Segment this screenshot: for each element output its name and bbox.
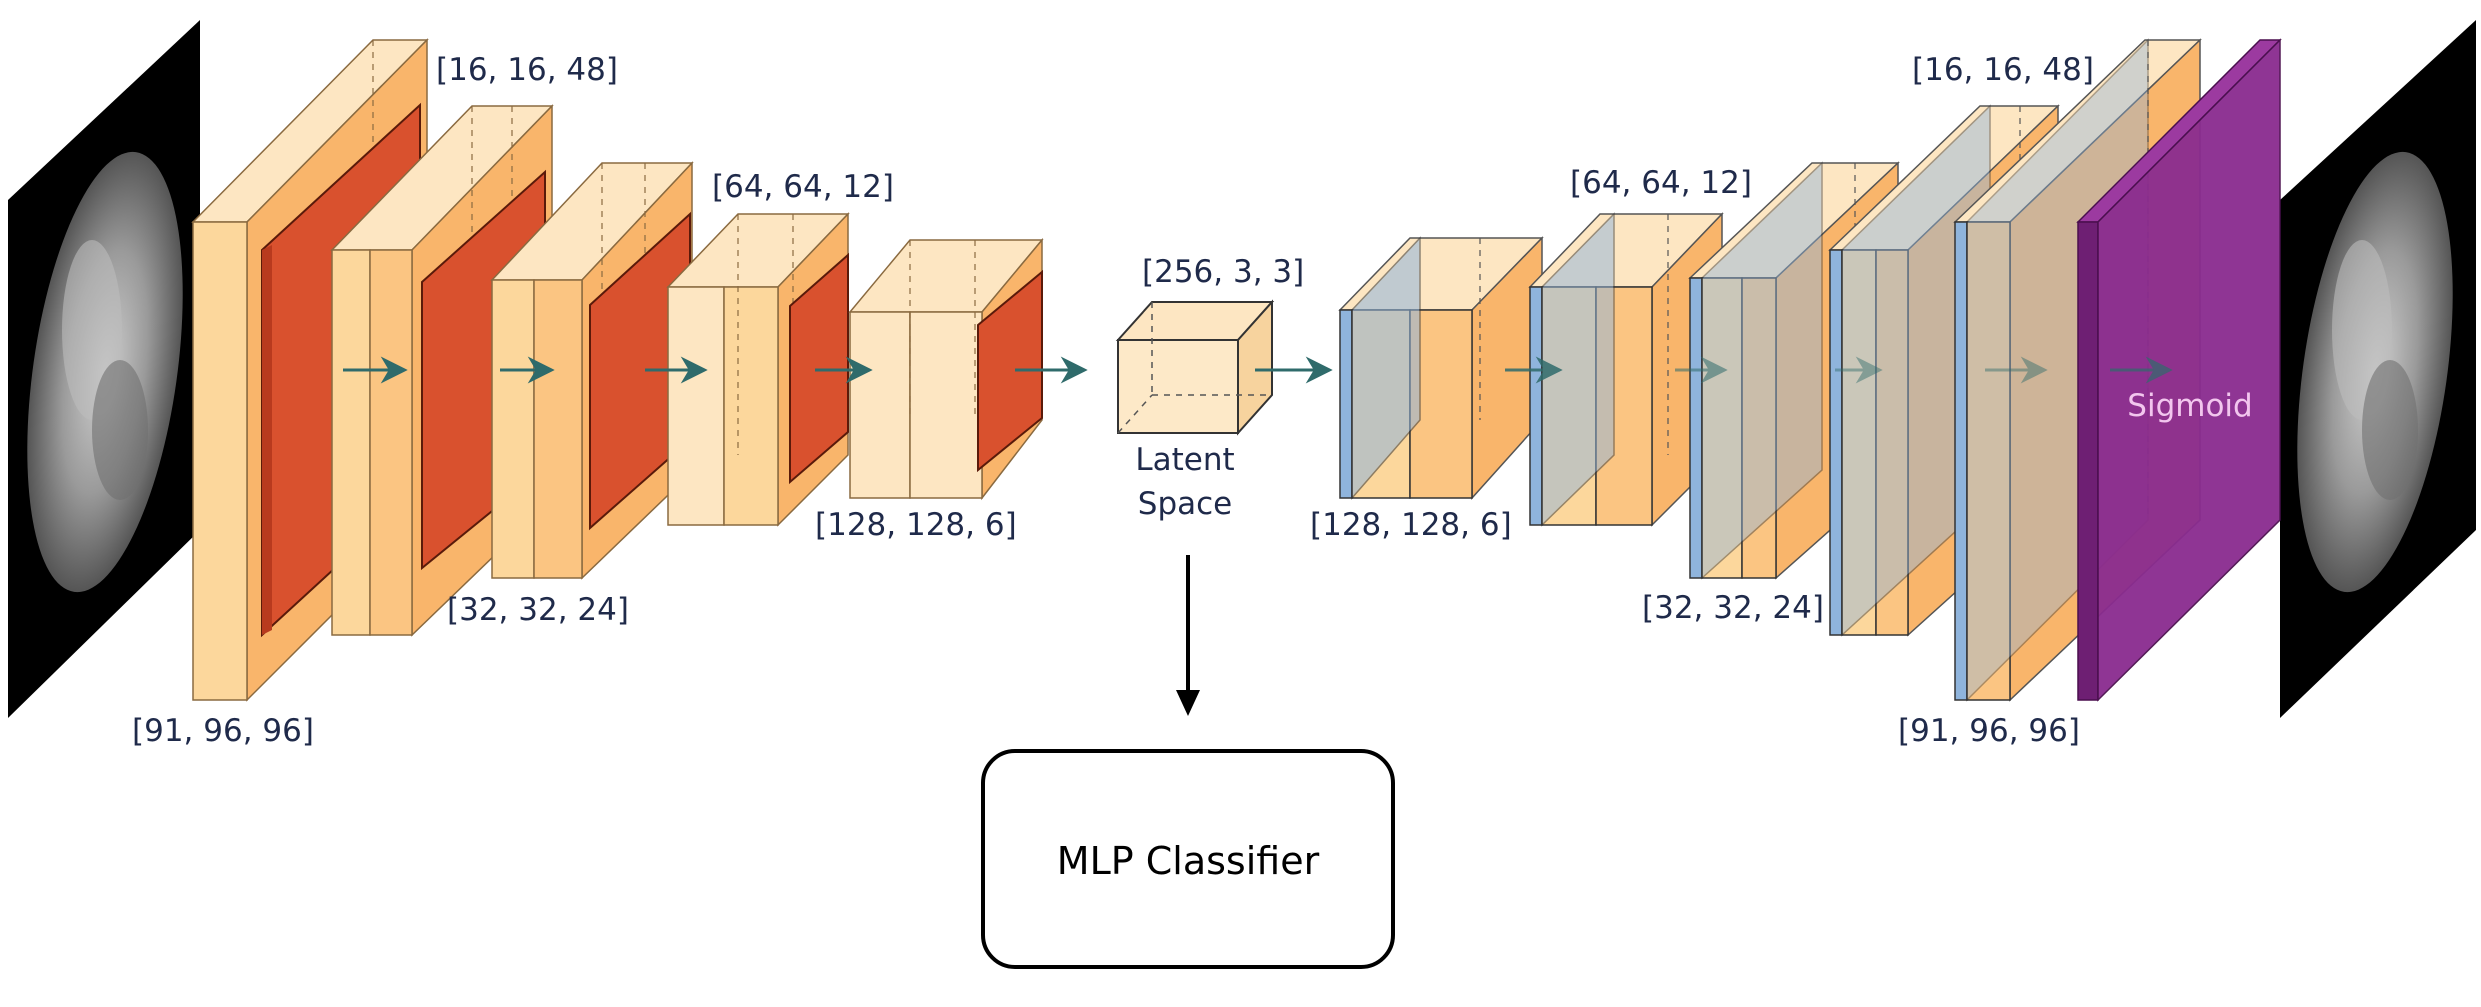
- mlp-classifier-box: MLP Classifier: [981, 749, 1395, 969]
- classifier-arrow: [1176, 555, 1200, 716]
- encoder-dim-label-4: [64, 64, 12]: [712, 169, 894, 205]
- encoder-block-4: [666, 212, 850, 527]
- encoder-block-5: [848, 237, 1044, 501]
- latent-dim-label: [256, 3, 3]: [1142, 254, 1304, 290]
- latent-space-cube: [1115, 299, 1275, 436]
- decoder-dim-label-2: [64, 64, 12]: [1570, 165, 1752, 201]
- decoder-dim-label-5: [91, 96, 96]: [1898, 713, 2080, 749]
- encoder-dim-label-1: [91, 96, 96]: [132, 713, 314, 749]
- encoder-block-3: [490, 161, 694, 580]
- decoder-block-1: [1338, 236, 1544, 501]
- sigmoid-output-layer: [2076, 38, 2282, 702]
- input-mri-image: [8, 20, 200, 718]
- encoder-dim-label-2: [16, 16, 48]: [436, 52, 618, 88]
- encoder-dim-label-5: [128, 128, 6]: [815, 507, 1017, 543]
- decoder-dim-label-1: [128, 128, 6]: [1310, 507, 1512, 543]
- sigmoid-label: Sigmoid: [2127, 388, 2252, 424]
- decoder-dim-label-4: [16, 16, 48]: [1912, 52, 2094, 88]
- latent-space-label-line2: Space: [1138, 486, 1232, 522]
- latent-space-label-line1: Latent: [1135, 442, 1234, 478]
- decoder-dim-label-3: [32, 32, 24]: [1642, 590, 1824, 626]
- mlp-classifier-label: MLP Classifier: [1057, 839, 1320, 883]
- output-mri-image: [2280, 20, 2476, 718]
- encoder-dim-label-3: [32, 32, 24]: [447, 592, 629, 628]
